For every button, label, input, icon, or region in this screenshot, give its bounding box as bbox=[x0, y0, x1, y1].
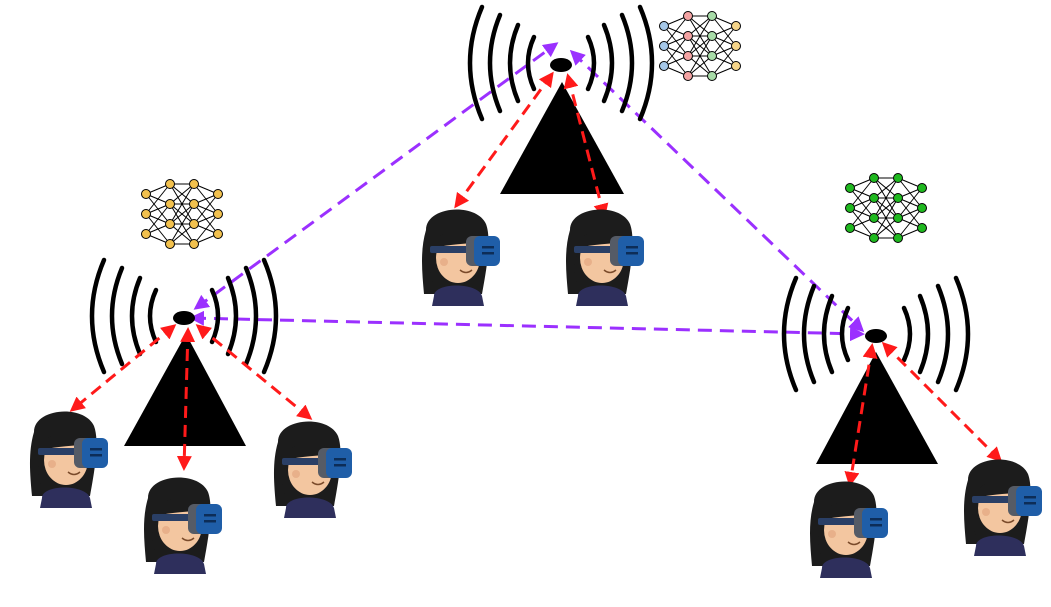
base-station-right bbox=[784, 173, 968, 464]
access-link-right-user-2 bbox=[881, 341, 1003, 463]
backhaul-link-left-right bbox=[189, 310, 865, 342]
vr-headset-user-icon bbox=[143, 476, 223, 575]
vr-headset-user-icon bbox=[565, 208, 645, 307]
access-link-left-user-2 bbox=[176, 327, 196, 471]
access-link-left-user-1 bbox=[69, 324, 177, 412]
access-link-top-user-2 bbox=[563, 73, 609, 219]
antenna-node-icon bbox=[865, 329, 887, 343]
antenna-node-icon bbox=[173, 311, 195, 325]
backhaul-links bbox=[189, 42, 865, 342]
base-station-top bbox=[470, 7, 741, 194]
vr-headset-user-icon bbox=[29, 410, 109, 509]
antenna-node-icon bbox=[550, 58, 572, 72]
access-link-left-user-3 bbox=[195, 324, 313, 420]
access-link-right-user-1 bbox=[844, 343, 878, 487]
neural-network-icon bbox=[659, 11, 741, 81]
vr-headset-user-icon bbox=[421, 208, 501, 307]
neural-network-icon bbox=[845, 173, 927, 243]
base-station-left bbox=[92, 179, 276, 446]
vr-headset-user-icon bbox=[809, 480, 889, 579]
backhaul-link-left-top bbox=[193, 42, 559, 310]
access-links bbox=[69, 71, 1003, 487]
vr-headset-user-icon bbox=[963, 458, 1043, 557]
vr-headset-user-icon bbox=[273, 420, 353, 519]
access-link-top-user-1 bbox=[454, 71, 554, 209]
backhaul-link-top-right bbox=[569, 49, 865, 333]
neural-network-icon bbox=[141, 179, 223, 249]
